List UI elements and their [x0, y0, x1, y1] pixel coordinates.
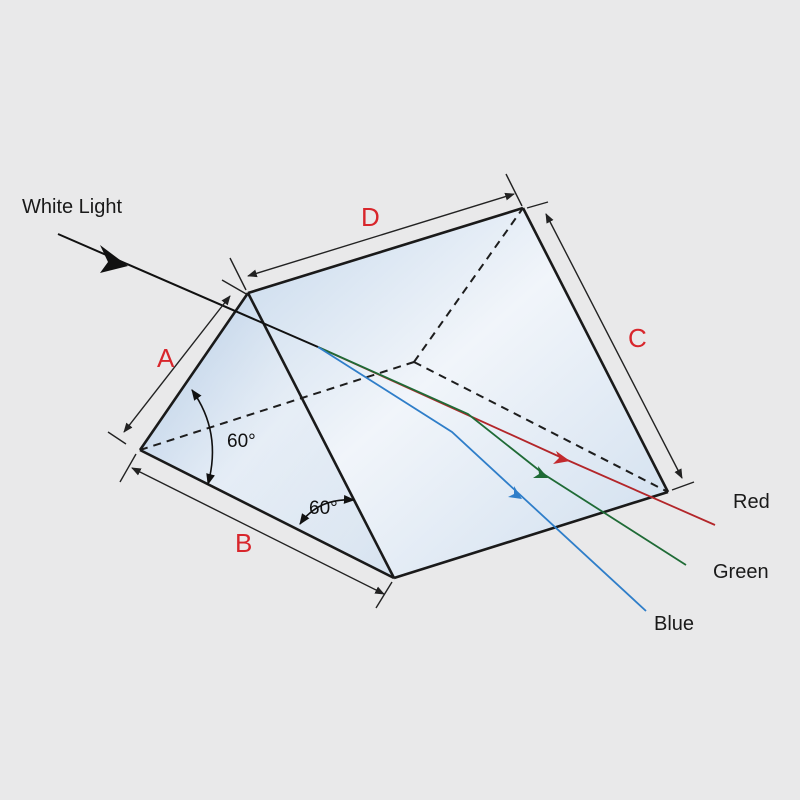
red-ray-label: Red: [733, 491, 770, 513]
dimension-b: [119, 453, 393, 609]
white-light-label: White Light: [22, 196, 123, 218]
dimension-c-label: C: [628, 323, 647, 353]
green-ray: [317, 346, 687, 566]
angle-label-2: 60°: [309, 498, 338, 519]
dimension-d: [229, 173, 523, 291]
blue-ray: [317, 346, 647, 612]
angle-arc-2: [299, 494, 356, 525]
white-light-ray: [57, 233, 319, 348]
angle-label-1: 60°: [227, 431, 256, 452]
dimension-c: [526, 201, 695, 491]
white-light-arrowhead: [100, 245, 128, 273]
blue-ray-arrowhead: [508, 486, 522, 499]
dimension-a-label: A: [157, 343, 175, 373]
green-ray-arrowhead: [533, 466, 548, 478]
dimension-d-label: D: [361, 202, 380, 232]
green-ray-label: Green: [713, 561, 769, 583]
blue-ray-label: Blue: [654, 613, 695, 635]
angle-arc-1: [191, 389, 215, 486]
dimension-b-label: B: [235, 528, 253, 558]
dimension-a: [107, 279, 249, 445]
